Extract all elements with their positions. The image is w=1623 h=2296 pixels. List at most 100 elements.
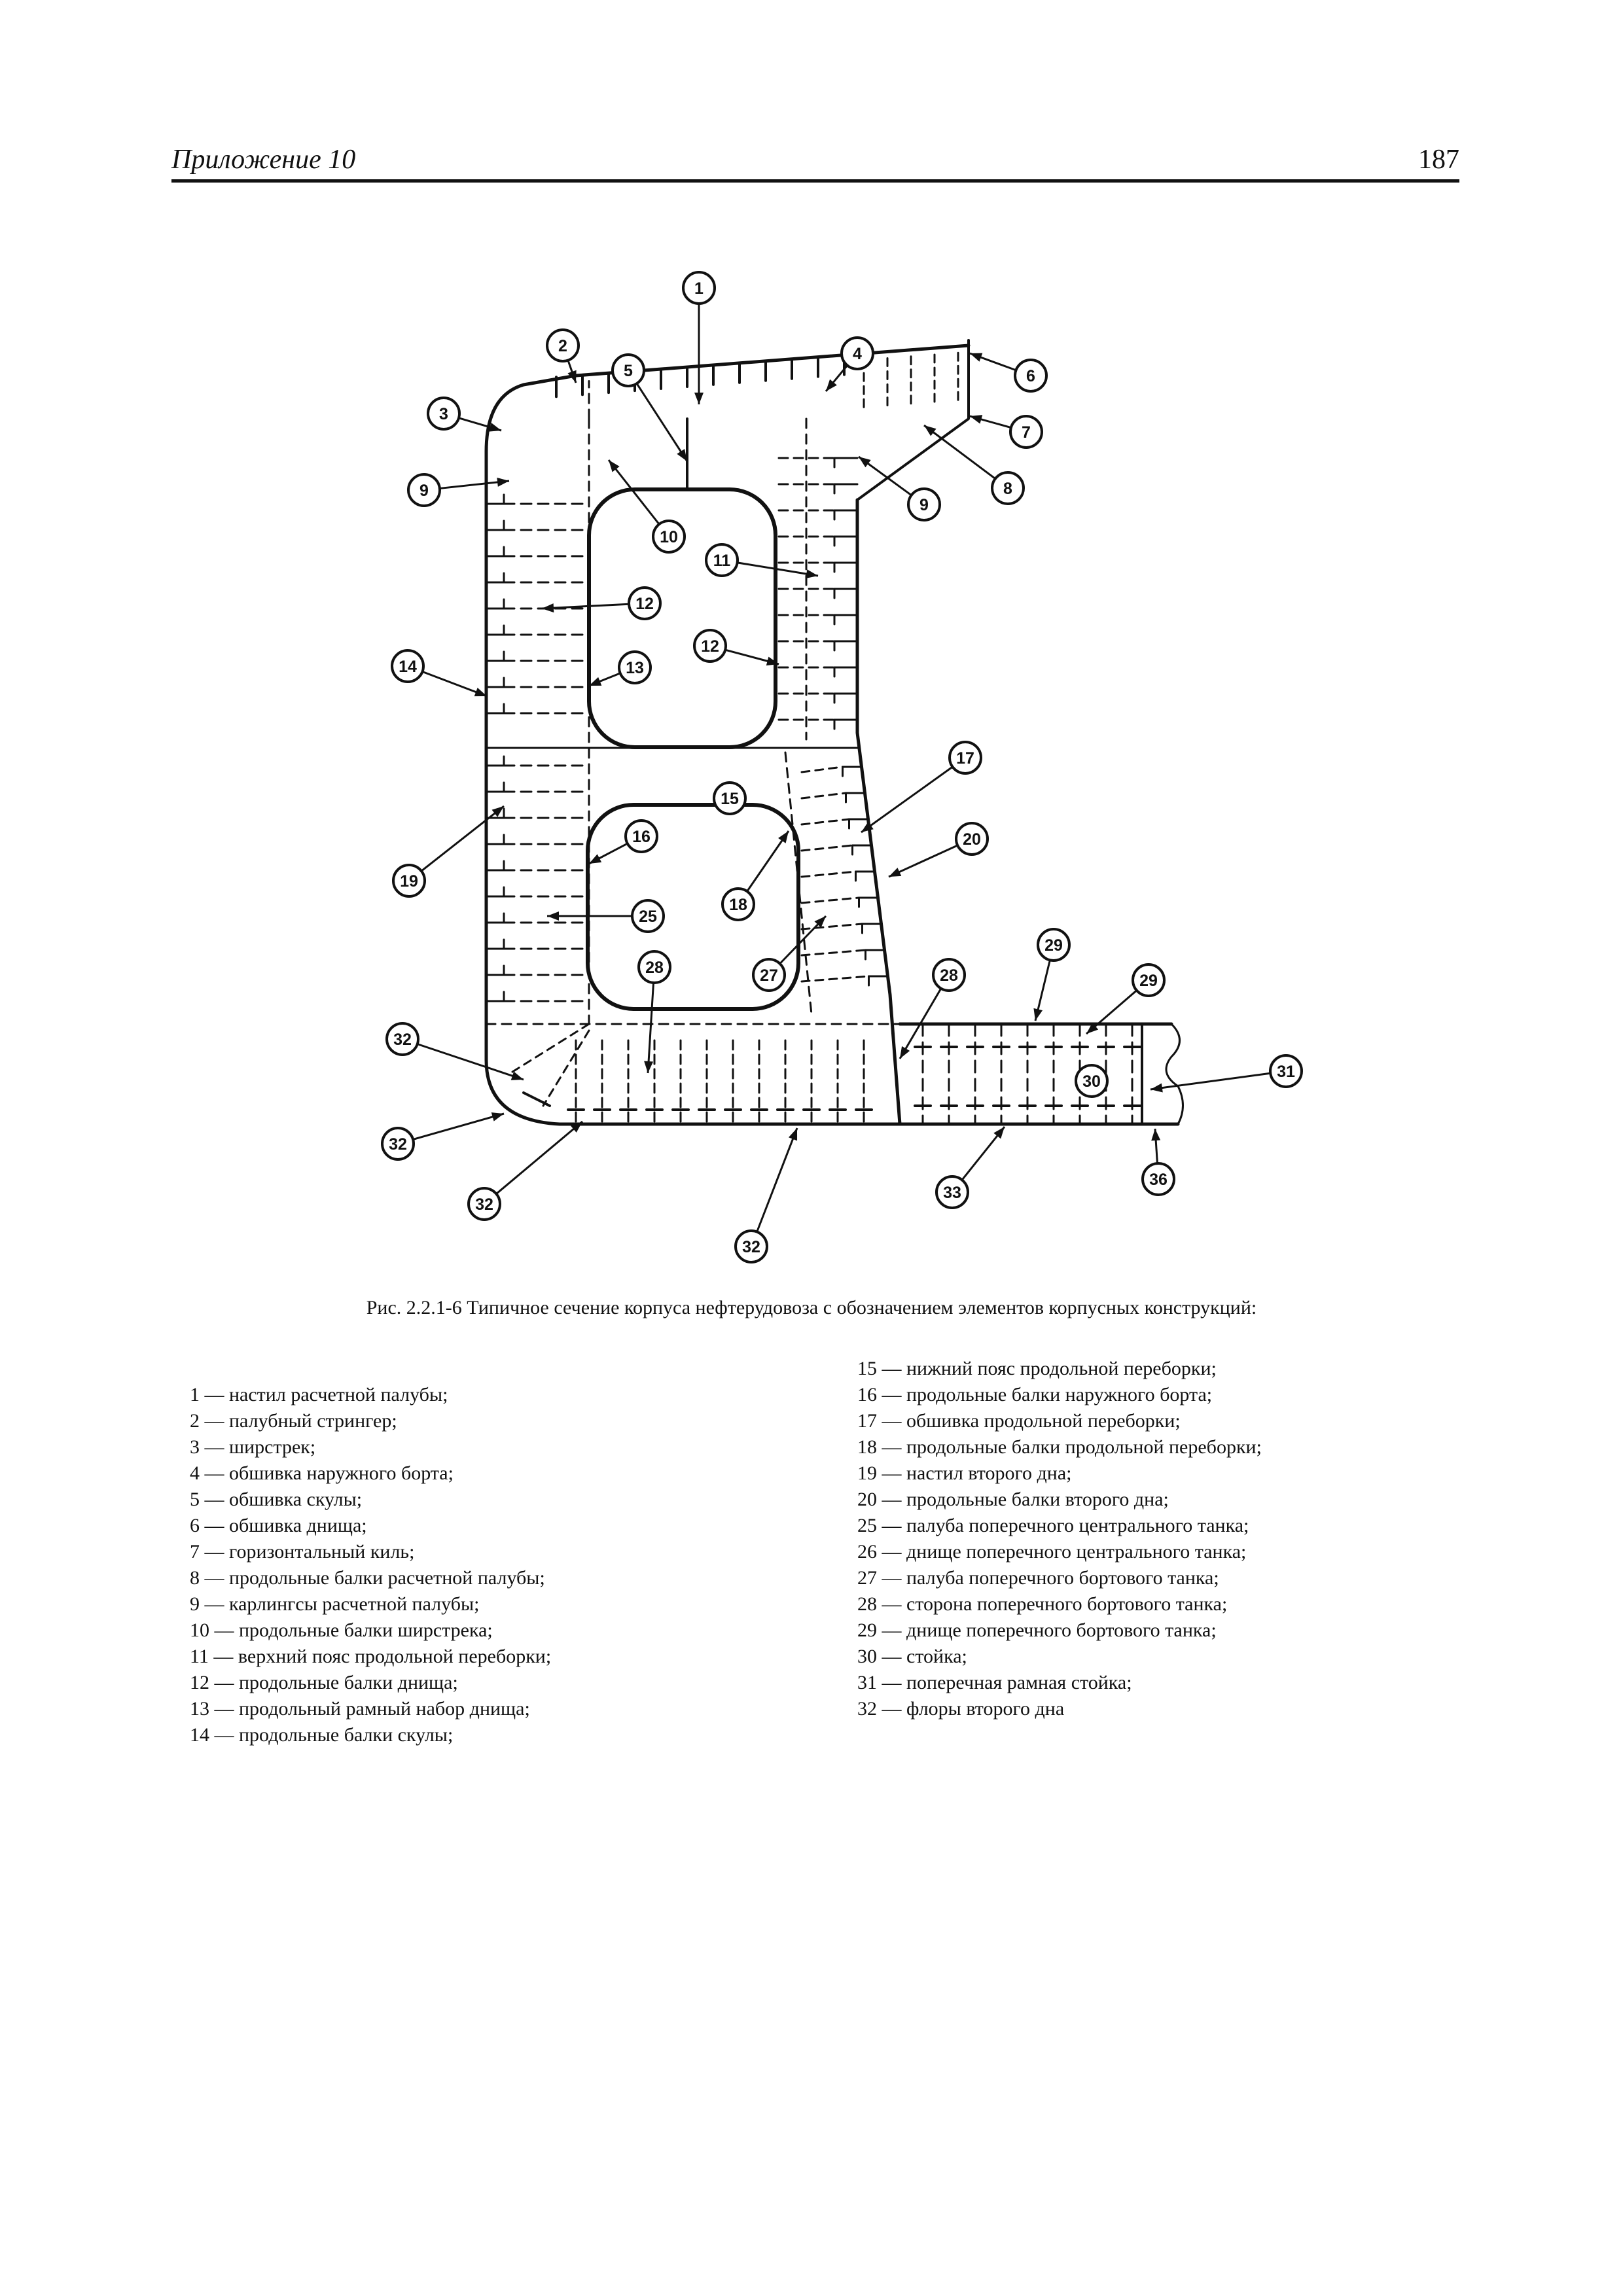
callout-leader [861, 766, 954, 834]
callout: 29 [1033, 928, 1071, 1021]
callout-number: 32 [393, 1031, 412, 1049]
callout-circle [611, 353, 645, 387]
legend-item: 1 — настил расчетной палубы; [190, 1384, 448, 1405]
callout-arrowhead [491, 806, 504, 817]
callout: 28 [637, 950, 671, 1074]
legend-list-right: 15 — нижний пояс продольной переборки;16… [857, 1356, 1262, 1722]
callout-circle [467, 1187, 501, 1221]
callout-number: 2 [558, 337, 567, 355]
callout: 4 [825, 336, 874, 392]
callout: 30 [1075, 1064, 1109, 1098]
legend-item: 5 — обшивка скулы; [190, 1489, 363, 1510]
legend-item: 9 — карлингсы расчетной палубы; [190, 1593, 480, 1615]
legend-item: 28 — сторона поперечного бортового танка… [857, 1593, 1228, 1615]
callout-arrowhead [814, 916, 826, 928]
callout-number: 19 [400, 872, 418, 891]
callout-circle [1141, 1162, 1175, 1196]
callout-circle [1075, 1064, 1109, 1098]
callout-number: 32 [475, 1195, 493, 1214]
callout: 14 [391, 649, 488, 698]
callout: 18 [721, 830, 790, 921]
lower-tank-opening [586, 803, 800, 1011]
legend-item: 2 — палубный стрингер; [190, 1410, 397, 1432]
legend-item: 12 — продольные балки днища; [190, 1672, 458, 1693]
callout-number: 32 [742, 1238, 760, 1256]
callout-number: 28 [645, 959, 664, 977]
callout-circle [932, 958, 966, 992]
legend-item: 31 — поперечная рамная стойка; [857, 1672, 1132, 1693]
callout: 32 [734, 1127, 798, 1263]
bulkhead-longitudinal [800, 975, 870, 983]
sloped-side-bulkhead [856, 339, 970, 501]
callout-leader [888, 844, 958, 878]
callout-circle [682, 271, 716, 305]
legend-item: 26 — днище поперечного центрального танк… [857, 1541, 1247, 1563]
bulkhead-longitudinal [800, 923, 863, 930]
outer-hull-outline [484, 374, 1180, 1126]
callout-arrowhead [970, 353, 983, 362]
callout: 27 [752, 915, 827, 992]
vertical-frame-dashed [784, 751, 813, 1016]
callout-leader [899, 987, 942, 1059]
callout-leader [746, 830, 790, 892]
callout-arrowhead [609, 460, 620, 472]
callout-circle [752, 958, 786, 992]
callout-arrowhead [677, 449, 687, 461]
legend-item: 8 — продольные балки расчетной палубы; [190, 1567, 545, 1589]
callout-circle [948, 741, 982, 775]
callout-number: 16 [632, 828, 651, 846]
legend-item: 19 — настил второго дна; [857, 1462, 1072, 1484]
callout-arrowhead [1033, 1008, 1043, 1021]
legend-item: 18 — продольные балки продольной перебор… [857, 1436, 1262, 1458]
callout-arrowhead [924, 425, 936, 436]
bulkhead-longitudinal [800, 949, 866, 957]
callout-leader [923, 424, 996, 480]
callout-number: 12 [701, 637, 719, 656]
callout-arrowhead [826, 379, 837, 391]
callout-arrowhead [694, 393, 704, 404]
bulkhead-longitudinal [800, 896, 860, 904]
callout-circle [713, 781, 747, 815]
callout-circle [385, 1022, 419, 1056]
callout: 8 [923, 424, 1025, 505]
callout: 32 [467, 1120, 583, 1221]
callout-circle [721, 887, 755, 921]
bulkhead-longitudinal [800, 870, 857, 878]
callout: 25 [547, 899, 665, 933]
callout-circle [546, 328, 580, 362]
legend-item: 16 — продольные балки наружного борта; [857, 1384, 1213, 1405]
callout-leader [647, 982, 655, 1074]
callout-leader [417, 1043, 524, 1081]
bulkhead-longitudinal [800, 766, 844, 773]
callout: 1 [682, 271, 716, 404]
callout-circle [1014, 359, 1048, 393]
callout-arrowhead [778, 831, 789, 843]
callout-leader [737, 561, 819, 577]
bilge-bracket-dashed [542, 1029, 590, 1107]
callout-number: 10 [660, 528, 678, 546]
callout-arrowhead [993, 1127, 1005, 1139]
callout-number: 14 [399, 658, 417, 676]
callout: 12 [693, 629, 779, 666]
callout-arrowhead [589, 854, 602, 864]
callout-circle [637, 950, 671, 984]
callout: 16 [588, 819, 658, 865]
callout: 19 [392, 805, 505, 898]
callout-circle [618, 650, 652, 684]
callout-number: 29 [1139, 972, 1158, 990]
callout: 33 [935, 1126, 1006, 1209]
upper-tank-opening [587, 487, 777, 749]
callout-circle [392, 864, 426, 898]
callout: 9 [858, 455, 941, 521]
callout-number: 11 [713, 552, 731, 570]
callout-circle [991, 471, 1025, 505]
page-number: 187 [1418, 145, 1459, 175]
legend-item: 13 — продольный рамный набор днища; [190, 1698, 530, 1720]
legend-item: 11 — верхний пояс продольной переборки; [190, 1646, 552, 1667]
callout: 12 [541, 586, 662, 620]
callout-arrowhead [889, 868, 902, 877]
callout-circle [955, 822, 989, 856]
callout-arrowhead [570, 1122, 582, 1133]
